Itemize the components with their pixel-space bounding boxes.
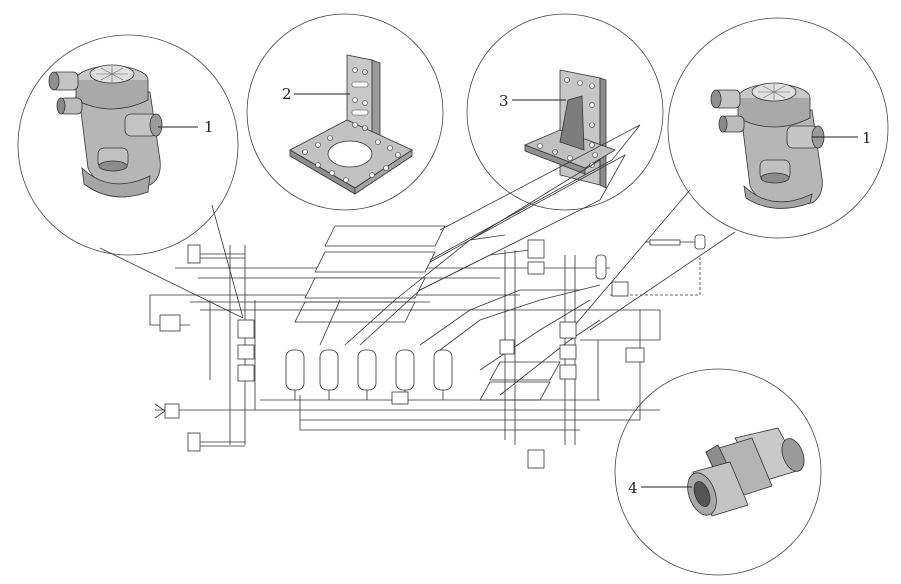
brake-chamber-lower-left bbox=[187, 432, 245, 452]
pipe-union-illustration bbox=[687, 427, 805, 517]
bracket-flat-illustration bbox=[289, 54, 413, 195]
callout-label-4: 4 bbox=[628, 479, 638, 497]
callout-label-2: 2 bbox=[282, 85, 292, 103]
manifold-plates bbox=[294, 225, 561, 401]
bracket-gusset-illustration bbox=[523, 69, 616, 189]
callout-label-1-right: 1 bbox=[862, 129, 872, 147]
schematic-valve-blocks bbox=[159, 239, 645, 469]
brake-chamber-upper-left bbox=[187, 244, 245, 264]
callout-label-1-left: 1 bbox=[204, 118, 214, 136]
air-tank-1 bbox=[285, 349, 305, 400]
brake-chamber-upper-right bbox=[649, 234, 706, 250]
air-tank-3 bbox=[357, 349, 377, 400]
trailer-coupler bbox=[154, 403, 180, 419]
relay-valve-left-illustration bbox=[48, 64, 163, 198]
diagonal-air-lines bbox=[319, 124, 641, 396]
air-tank-2 bbox=[319, 349, 339, 400]
air-line-network bbox=[149, 241, 701, 445]
air-tank-5 bbox=[433, 349, 453, 400]
air-tanks bbox=[285, 349, 453, 400]
relay-valve-right-illustration bbox=[710, 82, 825, 209]
callout-label-3: 3 bbox=[499, 92, 509, 110]
